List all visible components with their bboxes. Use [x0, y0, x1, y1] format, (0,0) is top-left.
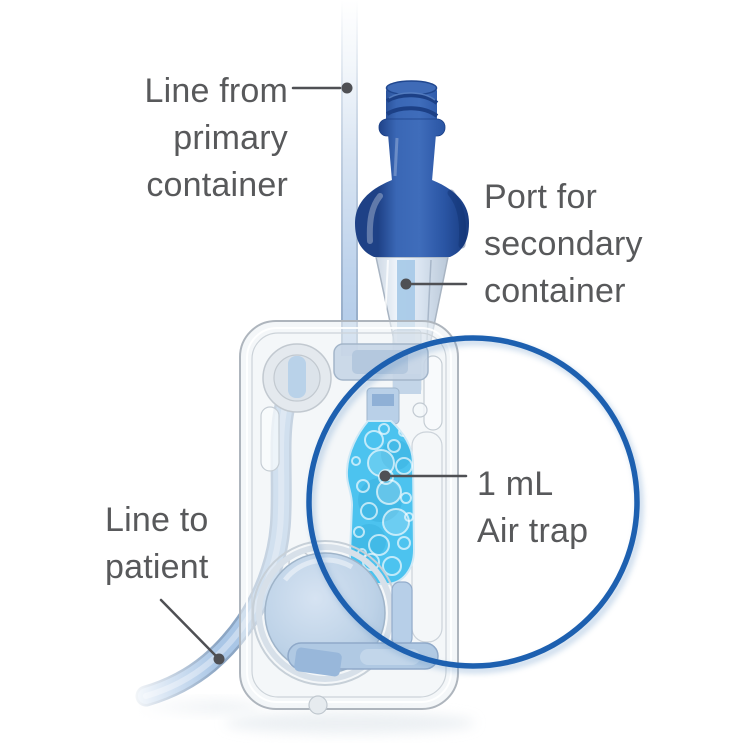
secondary-port: [355, 80, 469, 257]
label-patient-line-2: patient: [105, 548, 209, 586]
label-air-trap-2: Air trap: [477, 512, 589, 550]
label-primary-line-2: primary: [173, 119, 288, 157]
label-air-trap-1: 1 mL: [477, 465, 554, 503]
leader-dot-airtrap: [379, 470, 391, 482]
label-patient-line-1: Line to: [105, 501, 209, 539]
label-primary-line: Line from primary container: [144, 68, 288, 209]
air-trap-graphic: [345, 420, 416, 585]
primary-tube: [341, 0, 358, 356]
leader-dot-primary: [341, 82, 353, 94]
label-secondary-port-3: container: [484, 272, 626, 310]
leader-dot-port: [400, 278, 412, 290]
label-secondary-port-2: secondary: [484, 225, 643, 263]
label-secondary-port-1: Port for: [484, 178, 598, 216]
air-bubbles: [351, 423, 414, 576]
bottom-nub: [308, 695, 328, 715]
label-primary-line-3: container: [146, 166, 288, 204]
leader-patient-line: [159, 598, 218, 658]
tube-fadeout: [118, 640, 220, 722]
leader-dot-patient: [213, 653, 225, 665]
highlight-circle-icon: [306, 335, 644, 674]
label-patient-line: Line to patient: [105, 497, 208, 591]
label-secondary-port: Port for secondary container: [484, 174, 643, 315]
leader-lines: [159, 82, 468, 665]
label-primary-line-1: Line from: [144, 72, 288, 110]
label-air-trap: 1 mL Air trap: [477, 461, 588, 555]
